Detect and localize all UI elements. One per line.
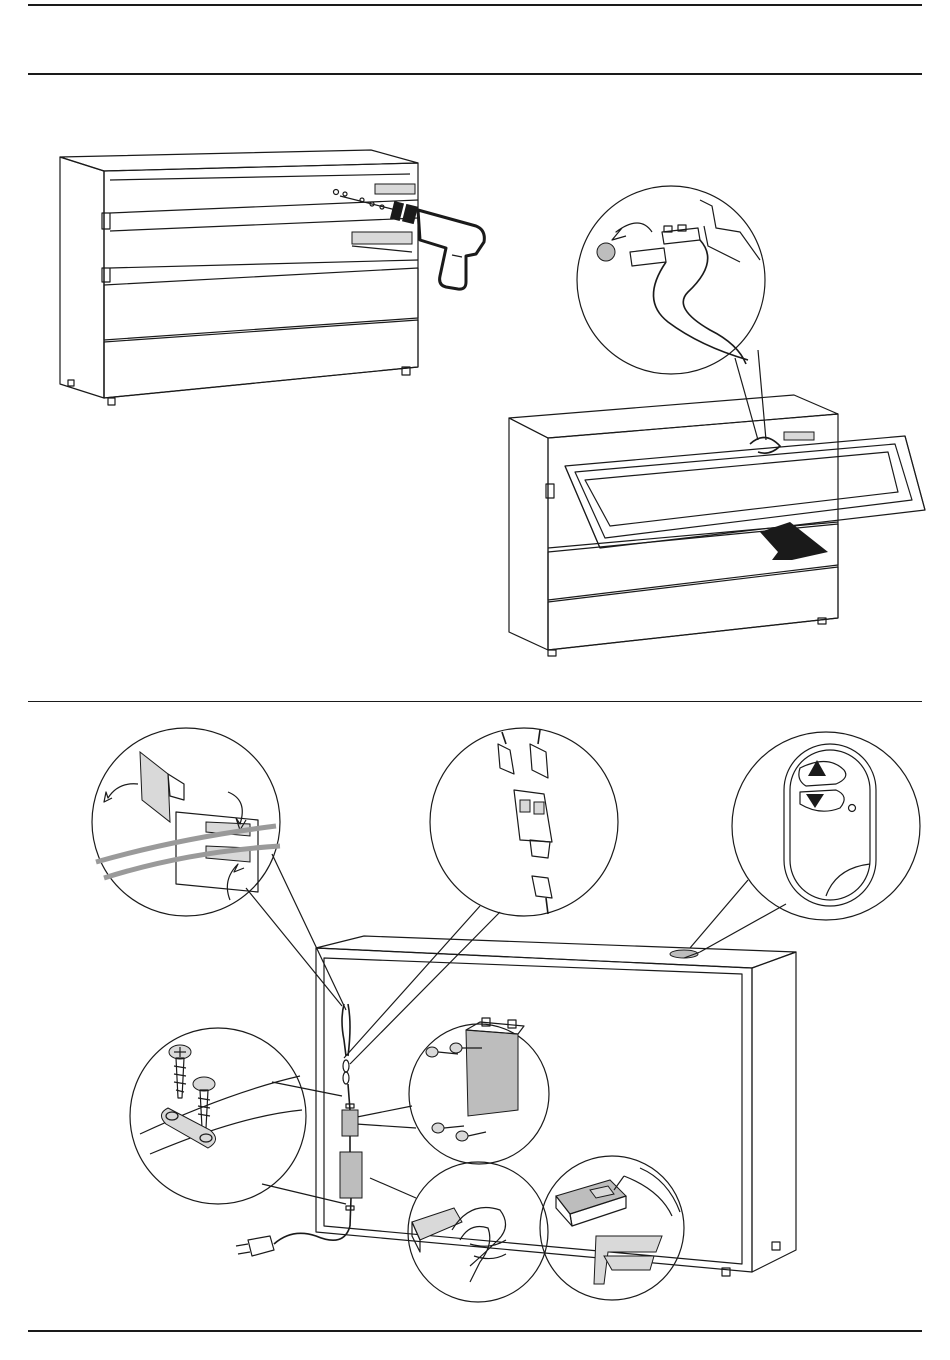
connector-box-icon xyxy=(342,1110,358,1136)
connector-detail-2 xyxy=(344,728,618,1064)
connector-icon xyxy=(498,730,552,914)
drawer-rail-icon xyxy=(334,184,416,252)
drawer-icon xyxy=(565,432,925,548)
cabling xyxy=(236,1004,362,1256)
cable-clip-icon xyxy=(176,792,258,900)
cleaning-detail xyxy=(370,1162,548,1302)
power-unit-icon xyxy=(466,1018,524,1116)
adhesive-pad-icon xyxy=(556,1176,626,1226)
control-button-icon[interactable] xyxy=(784,744,876,906)
control-button-detail xyxy=(690,732,920,952)
transformer-icon xyxy=(340,1152,362,1198)
connector-icon xyxy=(630,225,700,266)
indicator-light-icon xyxy=(849,805,856,812)
cable-clip-detail xyxy=(92,728,346,1010)
cable-clamp-icon xyxy=(161,1108,215,1148)
cabinet-drill-figure xyxy=(60,150,484,405)
down-arrow-icon[interactable] xyxy=(806,794,824,808)
power-unit-detail xyxy=(352,1018,549,1164)
screw-detail xyxy=(130,1028,346,1204)
up-arrow-icon[interactable] xyxy=(808,760,826,776)
plug-icon xyxy=(236,1236,274,1256)
drawer-connector-figure xyxy=(509,186,925,656)
cabinet-icon xyxy=(60,150,418,405)
electrical-figure xyxy=(92,728,920,1302)
cabinet-back-icon xyxy=(316,936,796,1276)
connector-detail xyxy=(577,186,765,374)
